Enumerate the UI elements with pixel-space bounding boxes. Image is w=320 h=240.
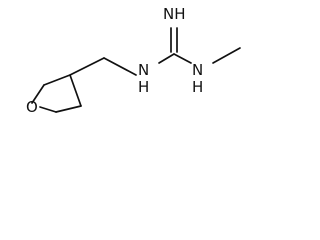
- bond-n-c: [158, 53, 175, 64]
- structure-canvas: O NH N H N H: [0, 0, 248, 122]
- oxygen-atom: O: [26, 98, 38, 116]
- bond-ch2-n: [103, 57, 137, 76]
- ring-bond-c2-c3: [43, 74, 71, 86]
- chemical-structure: O NH N H N H: [26, 5, 241, 116]
- left-amine-nitrogen: N: [138, 61, 149, 79]
- imine-nitrogen: NH: [163, 5, 186, 23]
- right-amine-hydrogen: H: [192, 78, 203, 96]
- ring-bond-c3-c4: [69, 74, 82, 107]
- ring-bond-c5-o: [39, 106, 57, 113]
- bond-c3-ch2: [69, 57, 105, 76]
- right-amine-nitrogen: N: [192, 61, 203, 79]
- bond-c-n-right: [173, 53, 192, 64]
- left-amine-hydrogen: H: [138, 78, 149, 96]
- bond-n-methyl: [212, 47, 241, 64]
- ring-bond-o-c2: [31, 84, 45, 104]
- ring-bond-c4-c5: [55, 105, 82, 113]
